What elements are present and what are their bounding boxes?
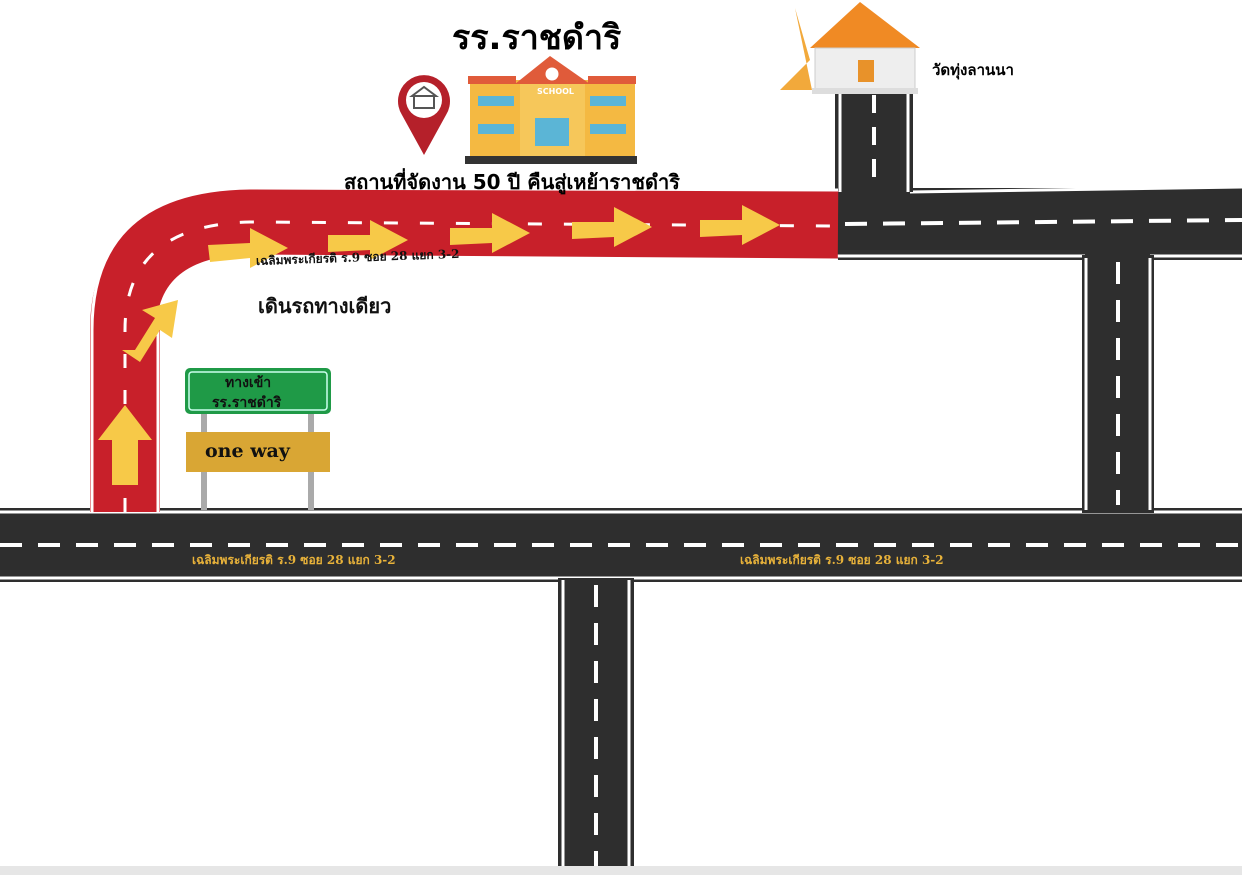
main-road bbox=[0, 508, 1242, 582]
direction-arrows bbox=[98, 205, 780, 485]
south-road bbox=[558, 578, 634, 868]
one-way-sign: one way bbox=[205, 440, 290, 462]
bottom-border bbox=[0, 866, 1242, 875]
arrow-right-icon bbox=[328, 220, 408, 260]
school-sign-text: SCHOOL bbox=[537, 87, 575, 96]
one-way-note: เดินรถทางเดียว bbox=[258, 294, 392, 318]
arrow-right-icon bbox=[700, 205, 780, 245]
signpost bbox=[185, 368, 331, 510]
upper-road bbox=[835, 88, 1242, 513]
arrow-right-icon bbox=[572, 207, 652, 247]
road-name-left: เฉลิมพระเกียรติ ร.9 ซอย 28 แยก 3-2 bbox=[192, 553, 396, 567]
arrow-right-icon bbox=[208, 228, 288, 268]
venue-caption: สถานที่จัดงาน 50 ปี คืนสู่เหย้าราชดำริ bbox=[344, 170, 680, 194]
temple-icon bbox=[780, 2, 920, 94]
road-name-right: เฉลิมพระเกียรติ ร.9 ซอย 28 แยก 3-2 bbox=[740, 553, 944, 567]
sign-entrance-line2: รร.ราชดำริ bbox=[212, 395, 282, 411]
arrow-up-icon bbox=[98, 405, 152, 485]
location-pin-icon bbox=[398, 75, 451, 155]
school-title: รร.ราชดำริ bbox=[452, 18, 622, 58]
arrow-right-icon bbox=[450, 213, 530, 253]
sign-entrance-line1: ทางเข้า bbox=[225, 375, 272, 391]
school-building-icon bbox=[465, 56, 637, 164]
temple-label: วัดทุ่งลานนา bbox=[932, 61, 1014, 79]
arrow-diag-icon bbox=[122, 300, 178, 362]
